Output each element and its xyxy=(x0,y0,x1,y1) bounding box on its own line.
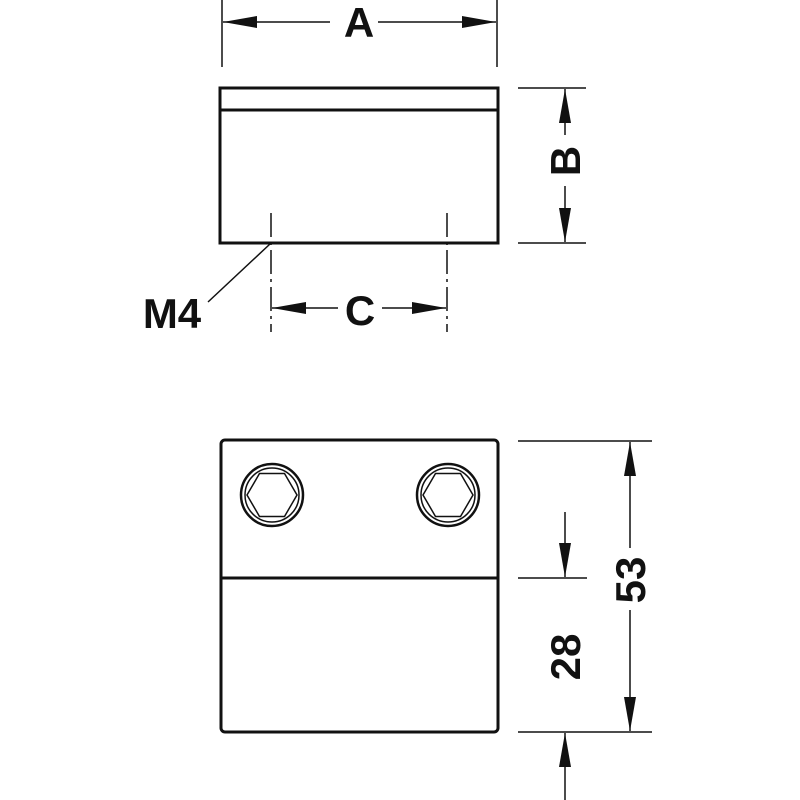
front-view-body xyxy=(219,438,500,734)
label-thread: M4 xyxy=(143,290,202,337)
screw-head-inner xyxy=(244,467,300,523)
label-28: 28 xyxy=(542,634,589,681)
screw-head-outer xyxy=(415,462,481,528)
screw-left xyxy=(239,462,305,528)
hex-socket-icon xyxy=(246,472,298,518)
label-a: A xyxy=(344,0,374,46)
front-view xyxy=(219,438,652,800)
label-53: 53 xyxy=(607,557,654,604)
top-view-body xyxy=(218,86,500,245)
hex-socket-icon xyxy=(422,472,474,518)
top-view xyxy=(207,0,586,332)
label-c: C xyxy=(345,287,375,334)
label-b: B xyxy=(542,146,589,176)
screw-right xyxy=(415,462,481,528)
thread-leader-line xyxy=(207,243,271,303)
screw-head-inner xyxy=(420,467,476,523)
screw-head-outer xyxy=(239,462,305,528)
